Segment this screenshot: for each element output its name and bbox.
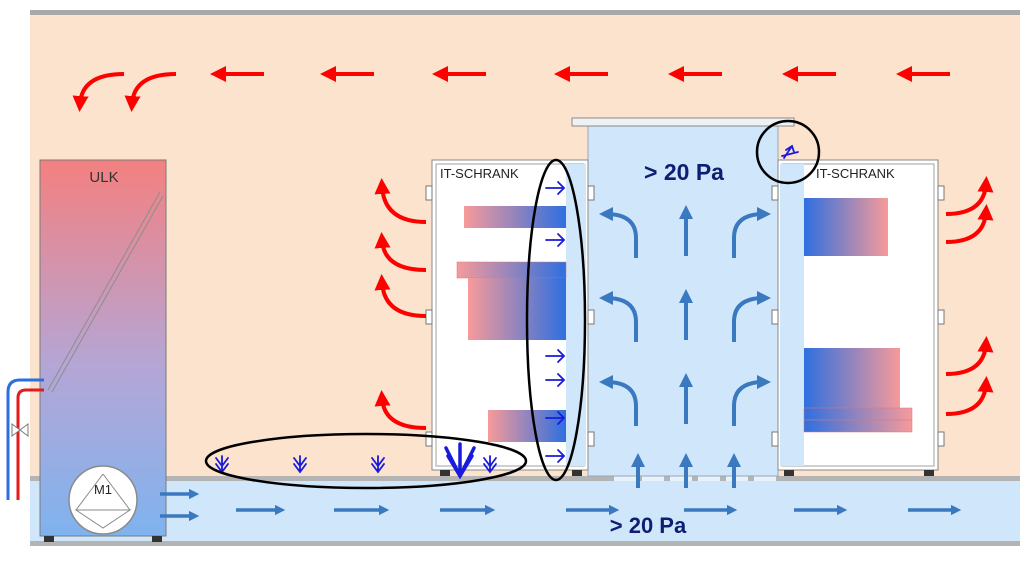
- hot-air-arrow-icon: [374, 232, 427, 272]
- cold-air-arrow-icon: [599, 291, 638, 342]
- cold-air-arrow-icon: [599, 375, 638, 426]
- floor-leak-marker: [204, 432, 528, 490]
- leak-arrow-icon: [545, 349, 566, 363]
- cold-air-arrow-icon: [599, 207, 638, 258]
- perforated-floor-tiles: [614, 475, 776, 481]
- ulk-label: ULK: [89, 169, 118, 186]
- rack-gap-marker: [525, 158, 587, 482]
- hot-air-arrow-icon: [945, 204, 994, 244]
- leak-arrow-icon: [545, 181, 566, 195]
- leak-arrow-icon: [293, 455, 307, 474]
- subfloor-line: [30, 541, 1020, 546]
- leak-arrow-icon: [444, 442, 476, 480]
- valve-icon: [11, 423, 29, 437]
- hot-air-exhaust-left: [374, 178, 427, 430]
- return-pipe: [16, 388, 44, 500]
- pressure-floor-label: > 20 Pa: [610, 513, 687, 538]
- pressure-aisle-label: > 20 Pa: [644, 159, 724, 185]
- rack-left-label: IT-SCHRANK: [440, 166, 519, 181]
- rack-right-label: IT-SCHRANK: [816, 166, 895, 181]
- hot-air-arrow-icon: [374, 390, 427, 430]
- fan-icon: M1: [68, 465, 138, 535]
- floor-plate: [30, 476, 1020, 481]
- leak-arrow-icon: [545, 449, 566, 463]
- cold-aisle-arrows: [599, 205, 771, 488]
- leak-arrow-icon: [545, 411, 566, 425]
- hot-air-arrow-icon: [945, 376, 994, 416]
- leak-arrow-icon: [483, 455, 497, 474]
- containment-roof: [571, 117, 795, 127]
- hot-air-exhaust-right: [945, 176, 994, 416]
- leak-arrow-icon: [781, 144, 799, 159]
- leakage-arrows: [215, 144, 799, 480]
- hot-air-arrow-icon: [374, 274, 427, 318]
- cold-air-arrow-icon: [732, 291, 771, 342]
- motor-label: M1: [94, 482, 112, 497]
- cold-air-arrow-icon: [732, 375, 771, 426]
- supply-pipe: [6, 378, 44, 500]
- servers-left: [456, 206, 567, 442]
- hot-air-arrow-icon: [72, 72, 125, 112]
- hot-air-arrow-icon: [945, 336, 994, 376]
- leak-arrow-icon: [371, 455, 385, 474]
- leak-arrow-icon: [545, 373, 566, 387]
- hot-air-arrow-icon: [124, 72, 177, 112]
- leak-arrow-icon: [545, 233, 566, 247]
- cold-air-arrow-icon: [732, 207, 771, 258]
- leak-markers: [204, 119, 821, 490]
- hot-air-arrow-icon: [374, 178, 427, 224]
- servers-right: [803, 198, 913, 433]
- raised-floor-plenum: [30, 481, 1020, 543]
- hot-air-arrow-icon: [945, 176, 994, 216]
- floor-plenum-arrows: [160, 488, 962, 522]
- containment-gap-marker: [755, 119, 821, 185]
- ceiling: [30, 10, 1020, 15]
- hot-air-return-arrows: [72, 66, 950, 112]
